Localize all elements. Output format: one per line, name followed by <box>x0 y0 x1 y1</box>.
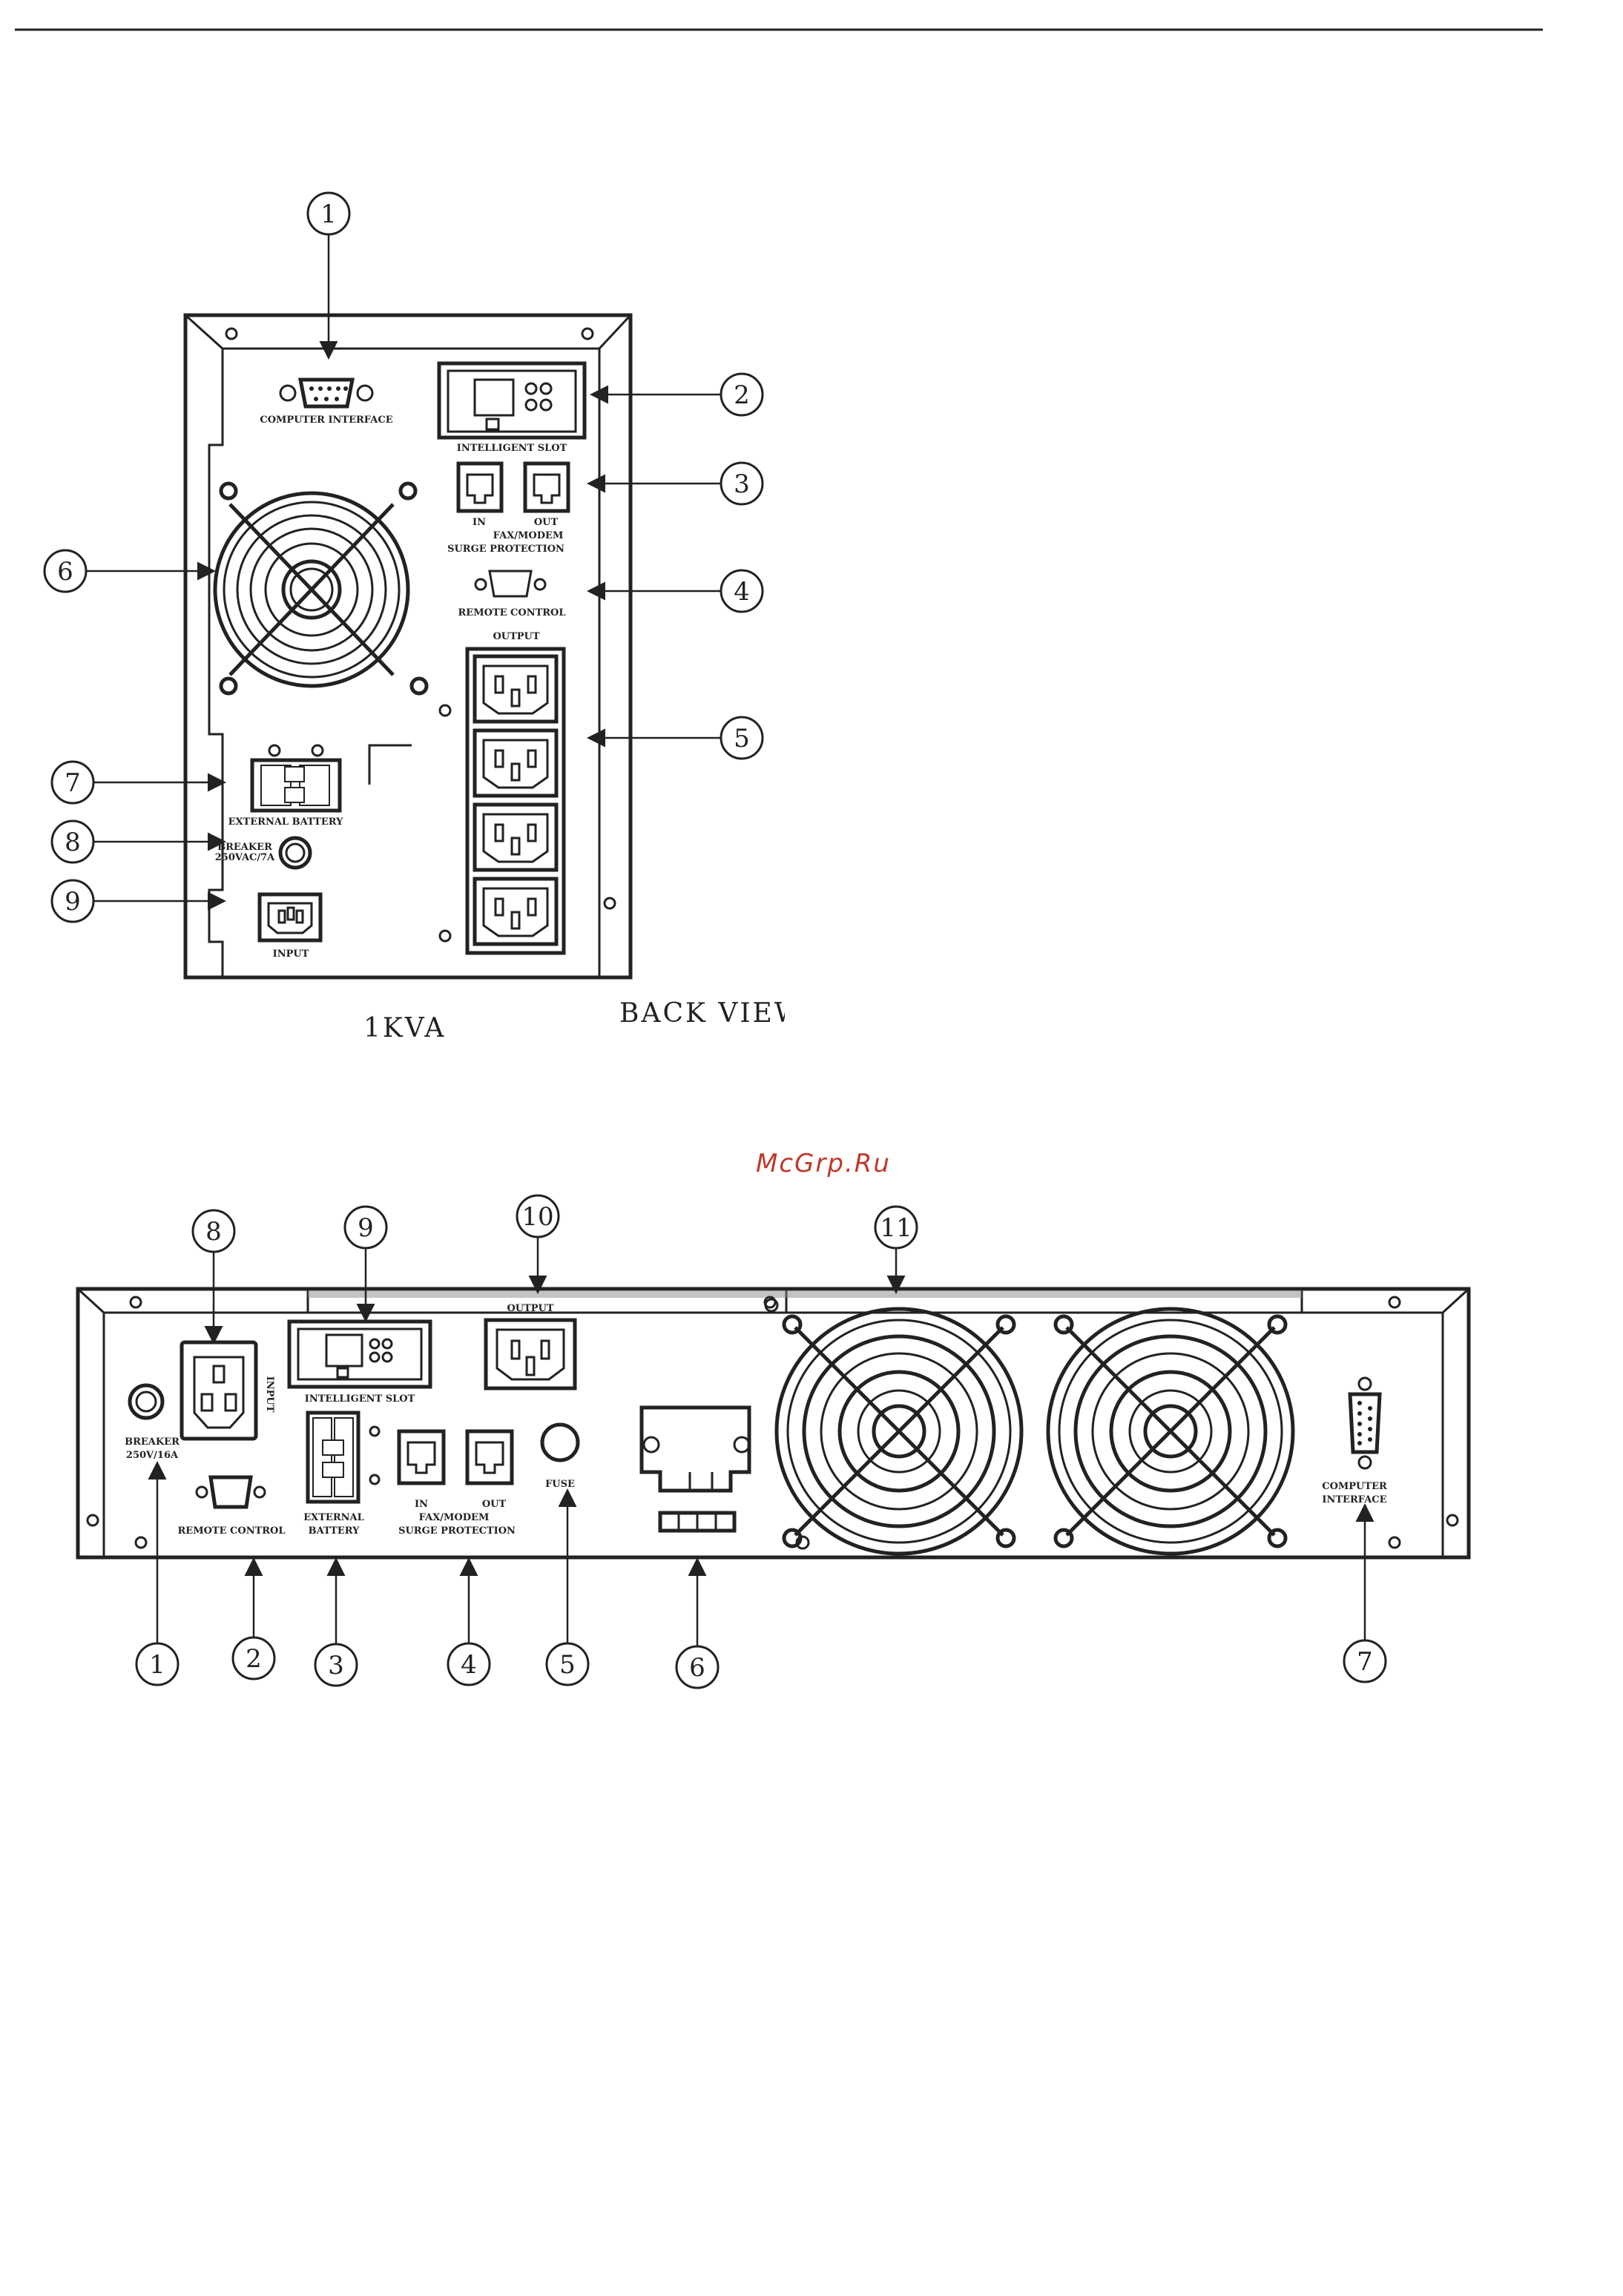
input-label: INPUT <box>273 949 309 960</box>
rack-rj11-out-port <box>465 1429 514 1485</box>
rack-fuse-label: FUSE <box>545 1479 575 1490</box>
breaker-rating-label: 250VAC/7A <box>215 852 275 863</box>
tower-callout-3: 3 <box>587 461 764 506</box>
rj11-out-port <box>523 461 570 513</box>
tower-callout-6: 6 <box>43 549 216 593</box>
rack-rj11-in-port <box>397 1429 446 1485</box>
rack-intelligent-slot-label: INTELLIGENT SLOT <box>305 1393 415 1405</box>
svg-text:5: 5 <box>734 724 750 753</box>
rack-breaker-label: BREAKER <box>125 1436 180 1448</box>
svg-text:8: 8 <box>65 828 81 857</box>
caption-1kva: 1KVA <box>363 1013 446 1043</box>
rack-breaker <box>128 1383 165 1420</box>
rack-remote-control-label: REMOTE CONTROL <box>177 1525 285 1537</box>
svg-text:7: 7 <box>65 768 81 798</box>
rack-callout-9: 9 <box>343 1205 388 1322</box>
rack-db9-computer-port <box>1348 1376 1382 1470</box>
tower-breaker <box>278 836 312 870</box>
rack-input-label: INPUT <box>264 1376 275 1413</box>
rack-callout-2: 2 <box>231 1557 276 1680</box>
svg-text:3: 3 <box>734 469 750 499</box>
rack-fuse <box>540 1422 580 1462</box>
rack-remote-control-port <box>195 1475 266 1509</box>
external-battery-label: EXTERNAL BATTERY <box>228 817 344 828</box>
rj-in-label: IN <box>473 517 486 528</box>
intelligent-slot-label: INTELLIGENT SLOT <box>457 443 567 454</box>
tower-callout-8: 8 <box>50 819 226 864</box>
rack-rj-out-label: OUT <box>482 1499 507 1510</box>
rack-intelligent-slot <box>287 1319 432 1389</box>
svg-text:1: 1 <box>149 1650 165 1680</box>
rack-breaker-rating-label: 250V/16A <box>126 1450 179 1461</box>
svg-text:3: 3 <box>328 1651 344 1680</box>
rack-rj-in-label: IN <box>415 1499 428 1510</box>
svg-text:7: 7 <box>1357 1647 1373 1677</box>
svg-text:2: 2 <box>734 380 750 410</box>
svg-text:4: 4 <box>734 577 750 607</box>
rack-chassis <box>76 1287 1471 1560</box>
svg-text:2: 2 <box>246 1644 262 1674</box>
tower-back-view-diagram: COMPUTER INTERFACE INTELLIGENT SLOT IN O… <box>43 191 814 1043</box>
tower-callout-2: 2 <box>590 372 764 417</box>
tower-callout-7: 7 <box>50 760 226 805</box>
rack-output-label: OUTPUT <box>507 1303 553 1314</box>
rack-battery-terminal <box>639 1405 751 1533</box>
rack-callout-10: 10 <box>516 1194 560 1294</box>
svg-text:9: 9 <box>65 887 81 917</box>
rj-out-label: OUT <box>534 517 559 528</box>
rack-external-label: EXTERNAL <box>303 1512 364 1523</box>
tower-callout-4: 4 <box>587 569 764 613</box>
rack-input-socket <box>180 1340 258 1441</box>
svg-text:4: 4 <box>461 1650 477 1680</box>
rj11-in-port <box>456 461 504 513</box>
output-outlets <box>465 647 566 955</box>
svg-text:10: 10 <box>521 1202 553 1232</box>
tower-chassis <box>183 313 633 980</box>
remote-control-label: REMOTE CONTROL <box>458 607 565 618</box>
rack-callout-7: 7 <box>1343 1503 1387 1683</box>
svg-text:6: 6 <box>57 557 73 587</box>
tower-callout-5: 5 <box>587 716 764 760</box>
rack-surge-protection-label: SURGE PROTECTION <box>398 1525 516 1537</box>
tower-fan-grille <box>213 481 429 696</box>
rack-fan-right <box>1046 1307 1295 1556</box>
fax-modem-label: FAX/MODEM <box>493 530 564 541</box>
rack-callout-6: 6 <box>675 1557 720 1689</box>
rack-callout-8: 8 <box>191 1209 236 1345</box>
rack-fan-left <box>774 1307 1024 1556</box>
svg-text:5: 5 <box>559 1650 576 1680</box>
svg-text:9: 9 <box>358 1213 374 1243</box>
computer-interface-label: COMPUTER INTERFACE <box>260 415 392 426</box>
tower-input-socket <box>257 892 323 943</box>
db9-computer-port <box>279 377 374 409</box>
rack-output-socket <box>484 1318 577 1391</box>
rack-callout-1: 1 <box>135 1461 180 1686</box>
remote-control-port <box>474 570 547 598</box>
rack-battery-label: BATTERY <box>309 1525 361 1537</box>
rack-callout-11: 11 <box>874 1205 918 1294</box>
breaker-label: BREAKER <box>217 842 272 853</box>
surge-protection-label: SURGE PROTECTION <box>447 544 564 555</box>
intelligent-slot-card <box>437 361 587 440</box>
rack-computer-label: COMPUTER <box>1322 1481 1387 1492</box>
svg-text:8: 8 <box>205 1217 222 1247</box>
watermark: McGrp.Ru <box>756 1149 891 1178</box>
tower-callout-9: 9 <box>50 879 226 923</box>
tower-callout-1: 1 <box>306 191 351 360</box>
rack-back-view-diagram: BREAKER 250V/16A INPUT INTELLIGENT SLOT … <box>76 1194 1471 1689</box>
output-label: OUTPUT <box>493 631 539 642</box>
rack-callout-5: 5 <box>545 1488 590 1686</box>
rack-external-battery <box>306 1411 381 1504</box>
external-battery-connector <box>250 744 342 813</box>
rack-interface-label: INTERFACE <box>1322 1494 1386 1505</box>
svg-text:1: 1 <box>320 199 337 229</box>
svg-text:6: 6 <box>689 1653 705 1683</box>
caption-back-view: BACK VIEW <box>619 998 804 1029</box>
rack-callout-3: 3 <box>314 1557 358 1687</box>
svg-text:11: 11 <box>880 1213 912 1243</box>
rack-callout-4: 4 <box>447 1557 491 1686</box>
rack-fax-modem-label: FAX/MODEM <box>419 1512 490 1523</box>
